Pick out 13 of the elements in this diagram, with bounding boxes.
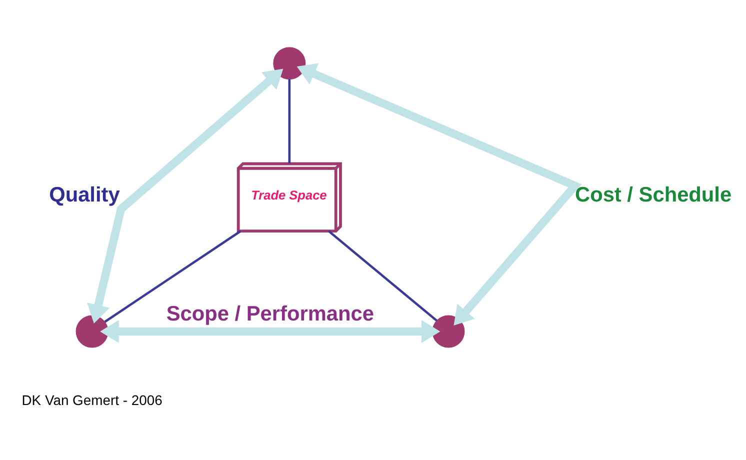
edge-label: Cost / Schedule [575, 182, 732, 206]
connector [328, 230, 438, 322]
node-circle [432, 314, 465, 348]
arrow [100, 319, 440, 343]
label: DK Van Gemert - 2006 [22, 391, 162, 408]
connector [104, 230, 242, 322]
connector [288, 78, 291, 163]
arrow [296, 62, 580, 325]
arrow [87, 68, 284, 324]
edge-label: Scope / Performance [166, 302, 374, 325]
node-circle [273, 46, 306, 80]
node-circle [76, 314, 108, 348]
edge-label: Quality [49, 182, 120, 206]
